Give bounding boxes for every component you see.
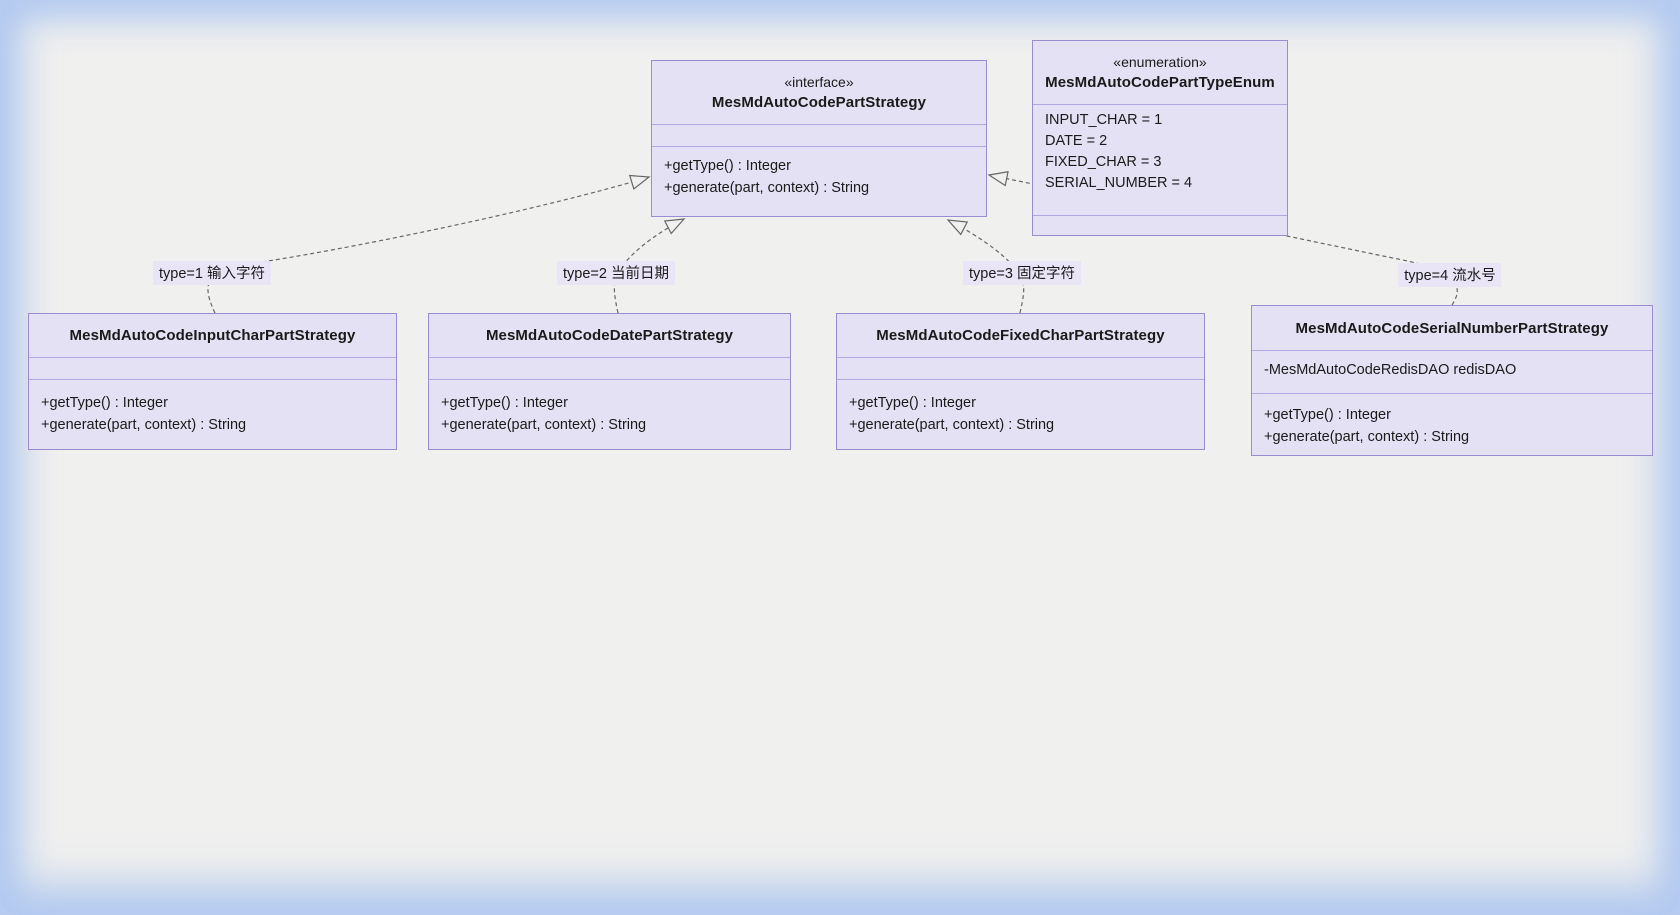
method-item: +generate(part, context) : String [664,180,870,196]
class-methods-section: +getType() : Integer +generate(part, con… [429,379,790,449]
class-attributes-section [837,357,1204,379]
edge-label-type1: type=1 输入字符 [153,261,271,285]
method-item: +getType() : Integer [849,395,976,411]
edge-label-type4: type=4 流水号 [1398,263,1502,287]
class-box-fixed-char: MesMdAutoCodeFixedCharPartStrategy +getT… [836,313,1205,450]
method-item: +generate(part, context) : String [41,417,247,433]
interface-name: MesMdAutoCodePartStrategy [711,94,927,111]
realization-connector-type1 [207,174,651,314]
attribute-item: -MesMdAutoCodeRedisDAO redisDAO [1264,362,1517,378]
class-box-input-char: MesMdAutoCodeInputCharPartStrategy +getT… [28,313,397,450]
method-item: +getType() : Integer [41,395,168,411]
edge-label-type2: type=2 当前日期 [557,261,675,285]
enumeration-header: «enumeration» MesMdAutoCodePartTypeEnum [1033,41,1287,104]
enum-value-item: DATE = 2 [1045,133,1108,149]
edge-label-type3: type=3 固定字符 [963,261,1081,285]
class-attributes-section [29,357,396,379]
class-name: MesMdAutoCodeFixedCharPartStrategy [876,327,1165,344]
enum-value-item: SERIAL_NUMBER = 4 [1045,175,1193,191]
interface-class-box: «interface» MesMdAutoCodePartStrategy +g… [651,60,987,217]
interface-methods-section: +getType() : Integer +generate(part, con… [652,146,986,216]
class-methods-section: +getType() : Integer +generate(part, con… [837,379,1204,449]
class-methods-section: +getType() : Integer +generate(part, con… [29,379,396,449]
method-item: +getType() : Integer [1264,407,1391,423]
enumeration-footer-section [1033,215,1287,235]
interface-header: «interface» MesMdAutoCodePartStrategy [652,61,986,124]
class-box-date: MesMdAutoCodeDatePartStrategy +getType()… [428,313,791,450]
realization-connector-type4 [987,171,1458,306]
method-item: +getType() : Integer [664,158,791,174]
interface-stereotype: «interface» [784,74,854,90]
class-name: MesMdAutoCodeDatePartStrategy [485,327,734,344]
method-item: +generate(part, context) : String [441,417,647,433]
class-name: MesMdAutoCodeSerialNumberPartStrategy [1295,319,1609,337]
class-box-serial-number: MesMdAutoCodeSerialNumberPartStrategy -M… [1251,305,1653,456]
method-item: +generate(part, context) : String [849,417,1055,433]
enum-value-item: FIXED_CHAR = 3 [1045,154,1162,170]
class-methods-section: +getType() : Integer +generate(part, con… [1252,393,1652,455]
class-header: MesMdAutoCodeSerialNumberPartStrategy [1252,306,1652,350]
enum-value-item: INPUT_CHAR = 1 [1045,112,1163,128]
class-attributes-section: -MesMdAutoCodeRedisDAO redisDAO [1252,350,1652,393]
method-item: +getType() : Integer [441,395,568,411]
class-header: MesMdAutoCodeInputCharPartStrategy [29,314,396,357]
class-header: MesMdAutoCodeFixedCharPartStrategy [837,314,1204,357]
class-name: MesMdAutoCodeInputCharPartStrategy [69,327,356,344]
enumeration-values-section: INPUT_CHAR = 1 DATE = 2 FIXED_CHAR = 3 S… [1033,104,1287,215]
enumeration-box: «enumeration» MesMdAutoCodePartTypeEnum … [1032,40,1288,236]
enumeration-stereotype: «enumeration» [1113,54,1207,70]
interface-attributes-section [652,124,986,146]
class-header: MesMdAutoCodeDatePartStrategy [429,314,790,357]
method-item: +generate(part, context) : String [1264,429,1470,445]
class-attributes-section [429,357,790,379]
enumeration-name: MesMdAutoCodePartTypeEnum [1045,74,1275,91]
